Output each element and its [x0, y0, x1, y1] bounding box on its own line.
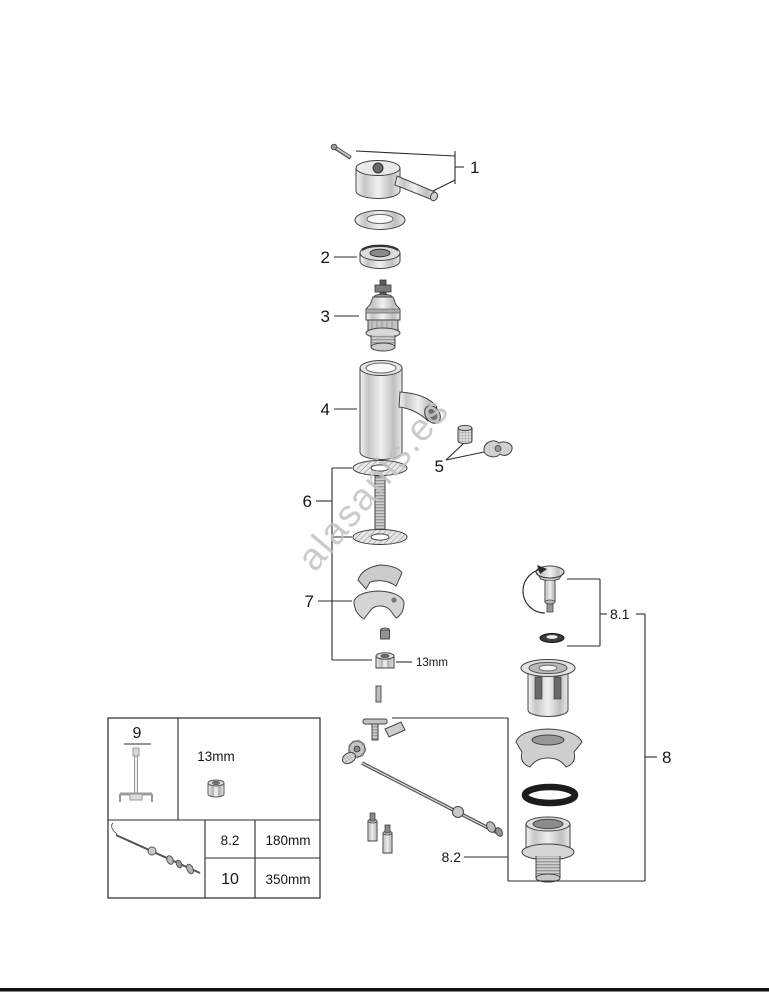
table-cell-part-0: 8.2 [221, 833, 240, 848]
aerator-parts [457, 424, 513, 458]
callout-7: 7 [305, 592, 314, 611]
legend-box: 9 13mm 8.2 180mm 10 350mm [107, 717, 321, 899]
rotation-arrow [522, 565, 547, 614]
fixing-hardware [341, 718, 503, 854]
table-cell-part-1: 10 [221, 871, 239, 888]
gasket-stud-set [352, 460, 408, 545]
nut-13mm [375, 652, 395, 669]
callout-4: 4 [321, 400, 330, 419]
legend-nut-drawing [207, 779, 225, 798]
handle-lever [355, 160, 439, 202]
o-ring [521, 783, 579, 807]
legend-tool-callout: 9 [133, 725, 142, 742]
callout-lines [316, 150, 657, 882]
callout-1: 1 [470, 158, 479, 177]
drain-flange [520, 659, 576, 717]
faucet-body [359, 360, 441, 460]
legend-tool-drawing [119, 747, 153, 802]
clamp-set [353, 564, 405, 640]
callout-8-1: 8.1 [610, 606, 630, 622]
callout-8: 8 [662, 748, 671, 767]
callout-5: 5 [435, 457, 444, 476]
cartridge [365, 279, 401, 352]
mounting-ring [359, 244, 401, 269]
pin [375, 685, 382, 703]
knob-washer [539, 633, 565, 643]
drain-clamp [515, 728, 583, 768]
callout-6: 6 [303, 492, 312, 511]
nut-size-label: 13mm [416, 657, 448, 669]
callout-8-2: 8.2 [442, 849, 462, 865]
drain-body [521, 816, 575, 883]
dome-cap [354, 210, 406, 230]
footer-divider [0, 988, 769, 992]
table-cell-length-1: 350mm [265, 872, 310, 887]
callout-3: 3 [321, 307, 330, 326]
handle-screw [330, 143, 352, 160]
table-cell-length-0: 180mm [265, 833, 310, 848]
legend-rod-drawing [111, 822, 201, 875]
callout-2: 2 [321, 248, 330, 267]
legend-tool-size: 13mm [197, 749, 235, 764]
